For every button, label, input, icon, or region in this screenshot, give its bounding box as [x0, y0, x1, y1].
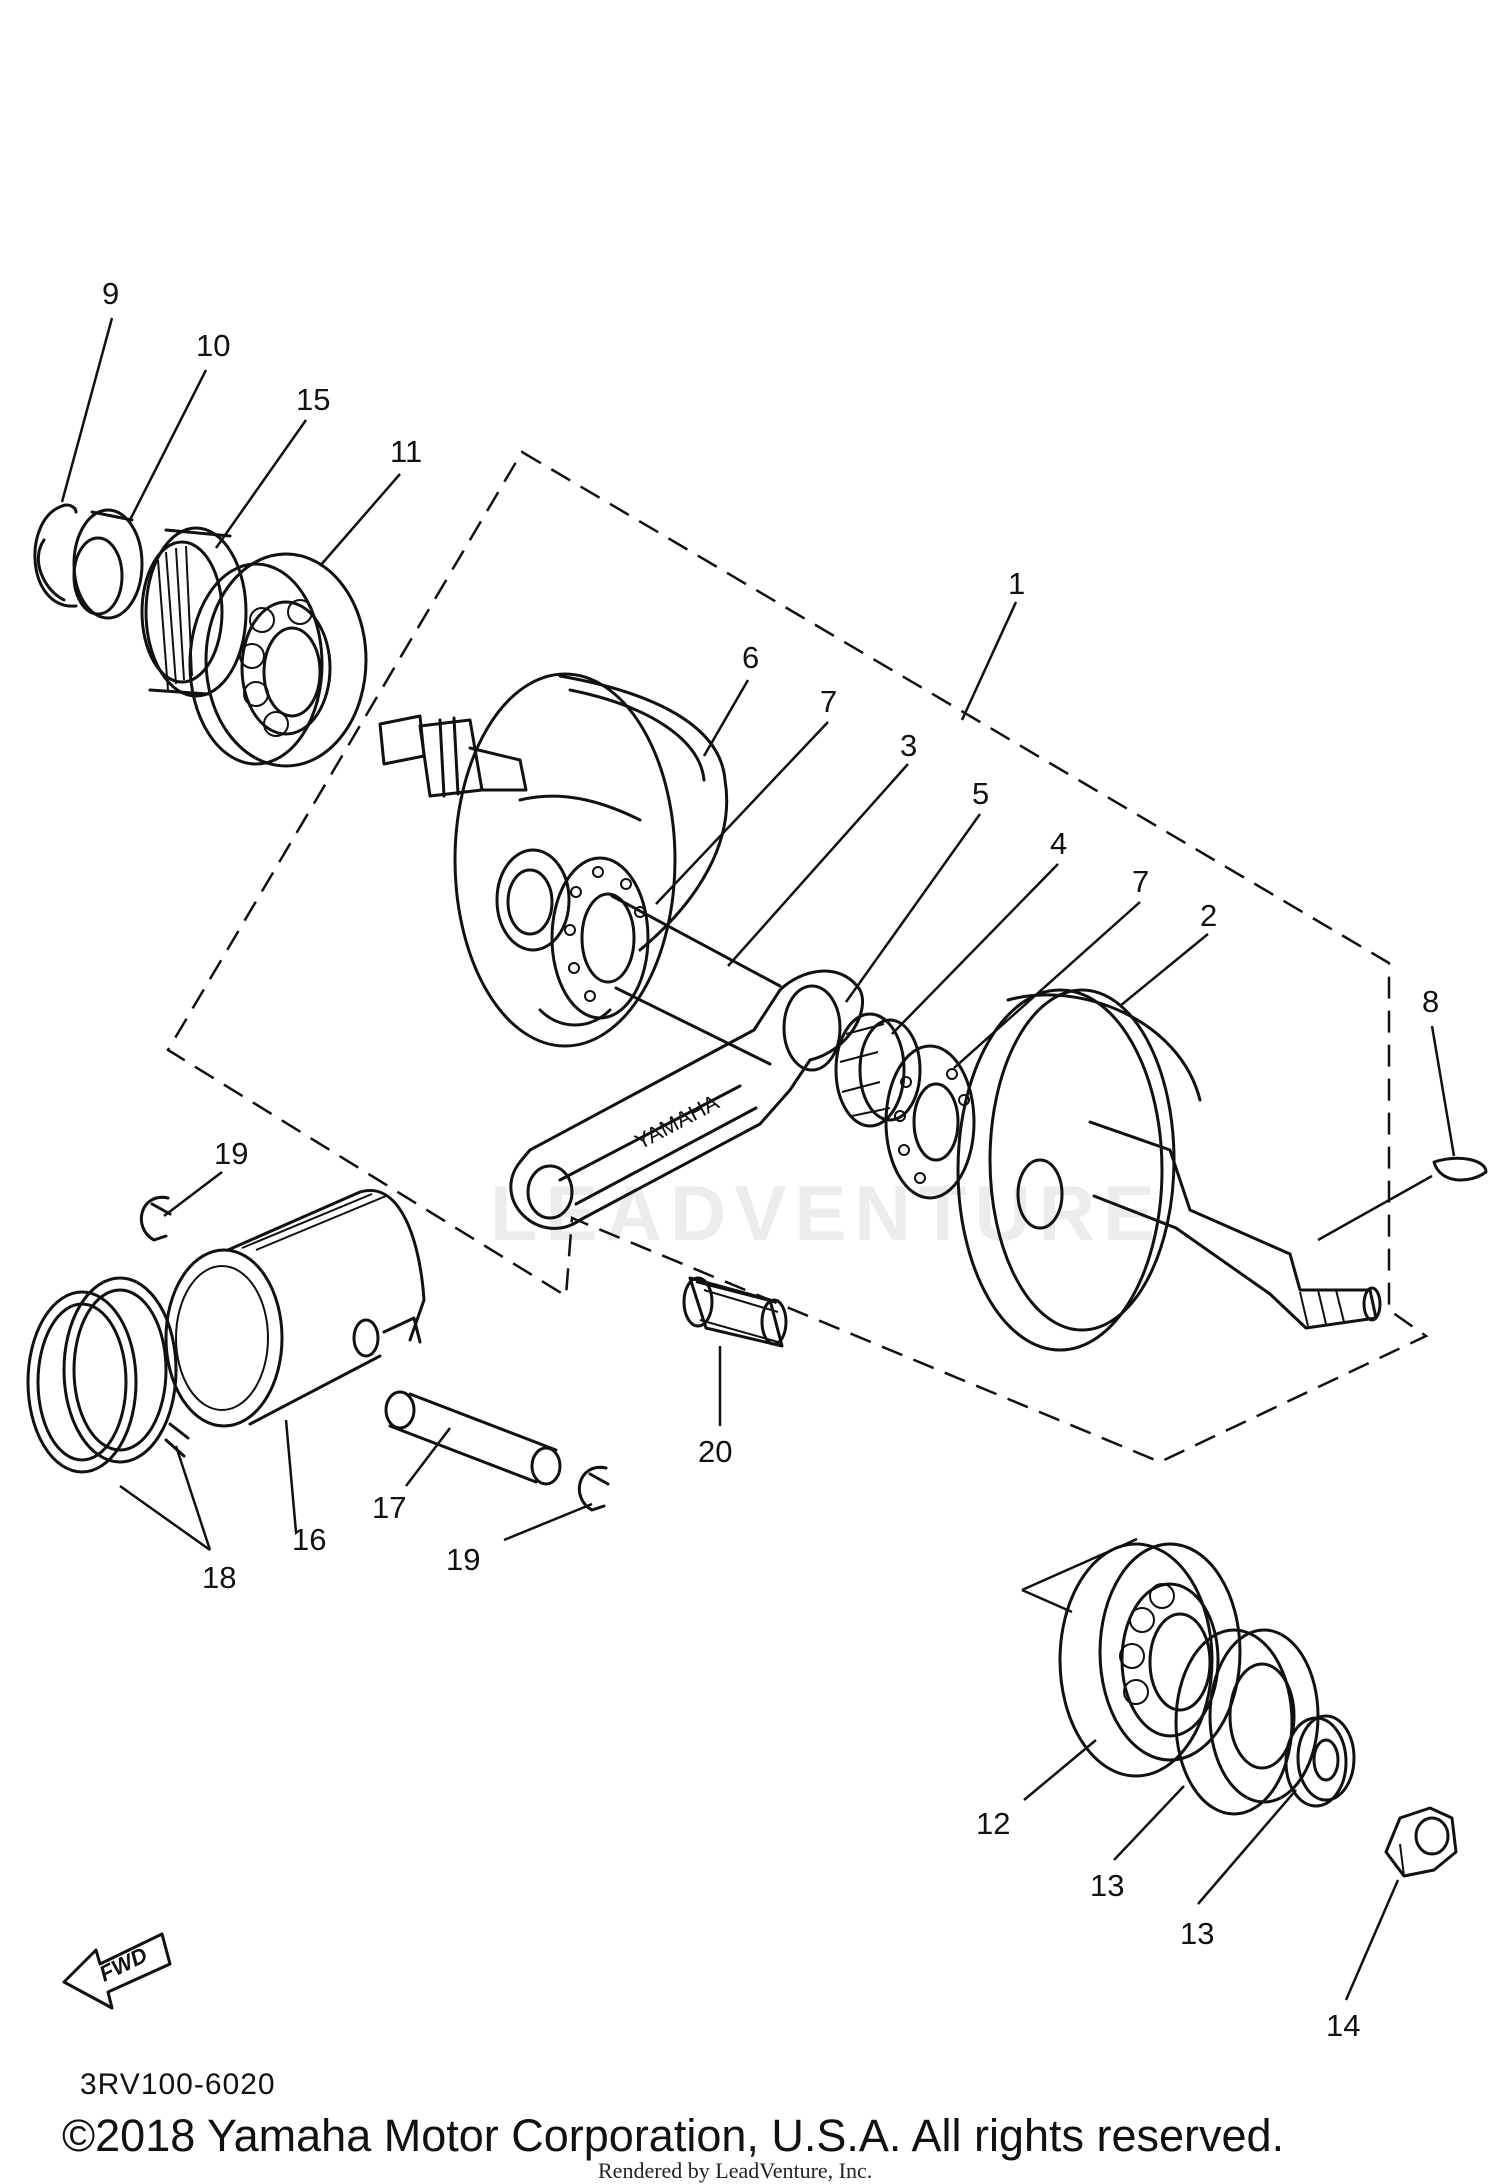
crank-web-2 [956, 988, 1382, 1352]
needle-bearing-20 [682, 1276, 788, 1348]
piston-rings-18 [26, 1276, 190, 1474]
ball-bearing-13-upper [188, 552, 368, 768]
crank-web-6 [378, 672, 729, 1048]
callout-10: 14 [1326, 2008, 1360, 2043]
ball-bearing-13-lower [1058, 1542, 1242, 1778]
fwd-label: FWD [95, 1942, 151, 1986]
crankshaft-assembly-outline [166, 450, 1429, 1464]
washer-7-right [884, 1044, 976, 1200]
callout-13-lower: 12 [976, 1806, 1010, 1841]
callout-6: 6 [742, 640, 759, 675]
crank-pin-3 [610, 894, 782, 1066]
callout-8: 8 [1422, 984, 1439, 1019]
circlip-19-lower [577, 1465, 610, 1512]
washer-7-left [550, 856, 650, 1020]
piston-pin-17 [384, 1390, 562, 1486]
callout-2: 2 [1200, 898, 1217, 933]
rendered-by-text: Rendered by LeadVenture, Inc. [598, 2158, 873, 2183]
callout-16: 16 [292, 1522, 326, 1557]
callout-7-right: 7 [1132, 864, 1149, 899]
circlip-11 [33, 503, 78, 608]
circlip-19-upper [139, 1195, 172, 1242]
woodruff-key-8 [1432, 1156, 1488, 1182]
copyright-text: ©2018 Yamaha Motor Corporation, U.S.A. A… [62, 2110, 1285, 2161]
rod-marking: YAMAHA [631, 1089, 724, 1154]
callout-13-upper: 11 [390, 434, 422, 469]
callout-19-lower: 19 [446, 1542, 480, 1577]
fwd-arrow-icon: FWD [62, 1932, 172, 2010]
callout-15: 15 [296, 382, 330, 417]
callout-12: 10 [196, 328, 230, 363]
callout-19-upper: 19 [214, 1136, 248, 1171]
callout-5: 5 [972, 776, 989, 811]
callout-9: 13 [1180, 1916, 1214, 1951]
callout-1: 1 [1008, 566, 1025, 601]
oil-seal-12 [72, 508, 144, 620]
callout-14: 13 [1090, 1868, 1124, 1903]
callout-18: 18 [202, 1560, 236, 1595]
watermark: LEADVENTURE [490, 1169, 1164, 1257]
needle-bearing-15 [140, 526, 248, 698]
diagram-code: 3RV100-6020 [80, 2068, 276, 2101]
callout-17: 17 [372, 1490, 406, 1525]
needle-bearing-4 [834, 1012, 922, 1128]
callout-11: 9 [102, 276, 119, 311]
callout-7-left: 7 [820, 684, 837, 719]
washer-9 [1284, 1714, 1356, 1808]
connecting-rod-5: YAMAHA [509, 969, 865, 1230]
nut-10 [1384, 1806, 1458, 1878]
callout-4: 4 [1050, 826, 1067, 861]
callout-20: 20 [698, 1434, 732, 1469]
callout-3: 3 [900, 728, 917, 763]
piston-16 [164, 1188, 426, 1428]
